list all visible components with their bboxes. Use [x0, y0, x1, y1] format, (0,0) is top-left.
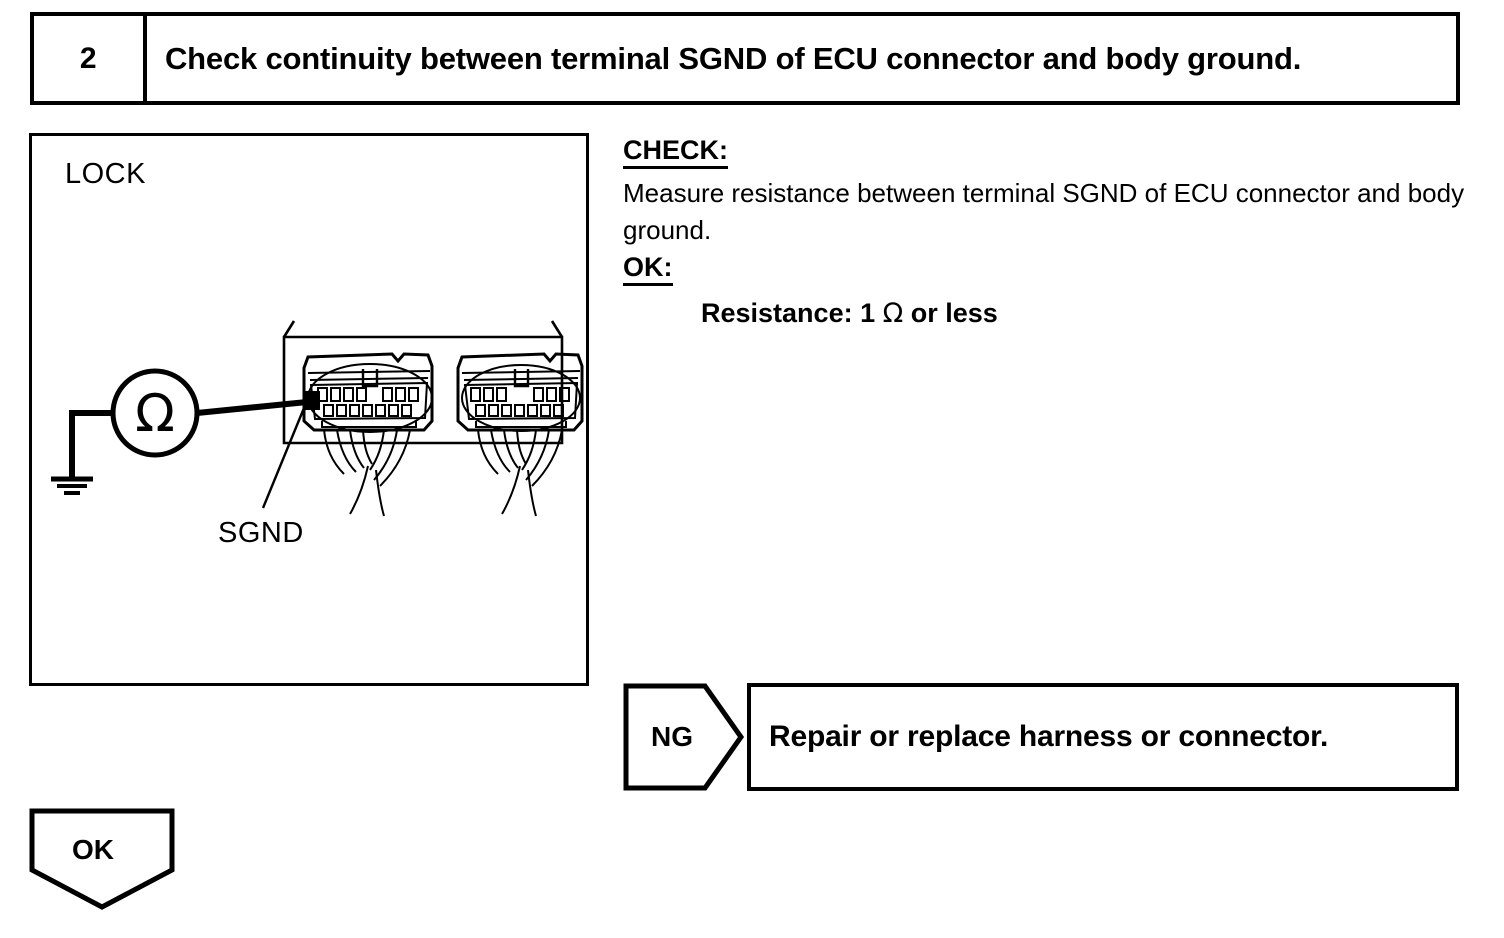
- spec-prefix: Resistance: 1: [701, 298, 883, 329]
- ng-action-text: Repair or replace harness or connector.: [769, 720, 1329, 753]
- check-text-block: CHECK: Measure resistance between termin…: [623, 136, 1483, 329]
- ecu-connector-right: [456, 352, 584, 432]
- ng-result-row: NG Repair or replace harness or connecto…: [623, 683, 1459, 791]
- body-ground-symbol: [51, 476, 93, 495]
- sgnd-callout-label: SGND: [218, 517, 304, 549]
- ok-result-badge: OK: [29, 808, 175, 912]
- harness-wires-right: [477, 429, 563, 517]
- ohm-glyph: Ω: [135, 384, 175, 444]
- ecu-connector-left: [302, 352, 434, 433]
- step-number: 2: [79, 41, 98, 75]
- wiring-diagram-graphic: Ω: [51, 320, 584, 517]
- ok-pentagon-shape: [29, 808, 175, 910]
- ng-arrow-shape: [623, 683, 745, 791]
- ok-specification: Resistance: 1 Ω or less: [701, 298, 1483, 329]
- spec-suffix: or less: [903, 298, 998, 329]
- step-title-cell: Check continuity between terminal SGND o…: [147, 12, 1460, 105]
- ok-label-row: OK:: [623, 253, 1483, 287]
- ground-lead-wire: [69, 410, 113, 479]
- ok-badge-label: OK: [72, 834, 114, 865]
- ng-label: NG: [651, 721, 693, 752]
- ohm-unit-symbol: Ω: [882, 298, 904, 330]
- ecu-case-outline: [282, 320, 564, 445]
- lock-label: LOCK: [65, 158, 146, 190]
- ng-arrow-badge: NG: [623, 683, 745, 791]
- step-number-cell: 2: [30, 12, 143, 105]
- illustration-panel: LOCK SGND: [29, 133, 589, 686]
- step-header: 2 Check continuity between terminal SGND…: [30, 12, 1460, 105]
- check-label: CHECK:: [623, 136, 728, 169]
- ok-label: OK:: [623, 253, 673, 287]
- sgnd-leader-line: [261, 407, 306, 509]
- step-header-divider: [143, 12, 147, 105]
- check-label-row: CHECK:: [623, 136, 1483, 169]
- ng-action-box: Repair or replace harness or connector.: [747, 683, 1459, 791]
- step-title: Check continuity between terminal SGND o…: [165, 40, 1302, 76]
- harness-wires-left: [323, 429, 411, 517]
- check-description: Measure resistance between terminal SGND…: [623, 177, 1465, 245]
- probe-lead-wire: [196, 398, 318, 416]
